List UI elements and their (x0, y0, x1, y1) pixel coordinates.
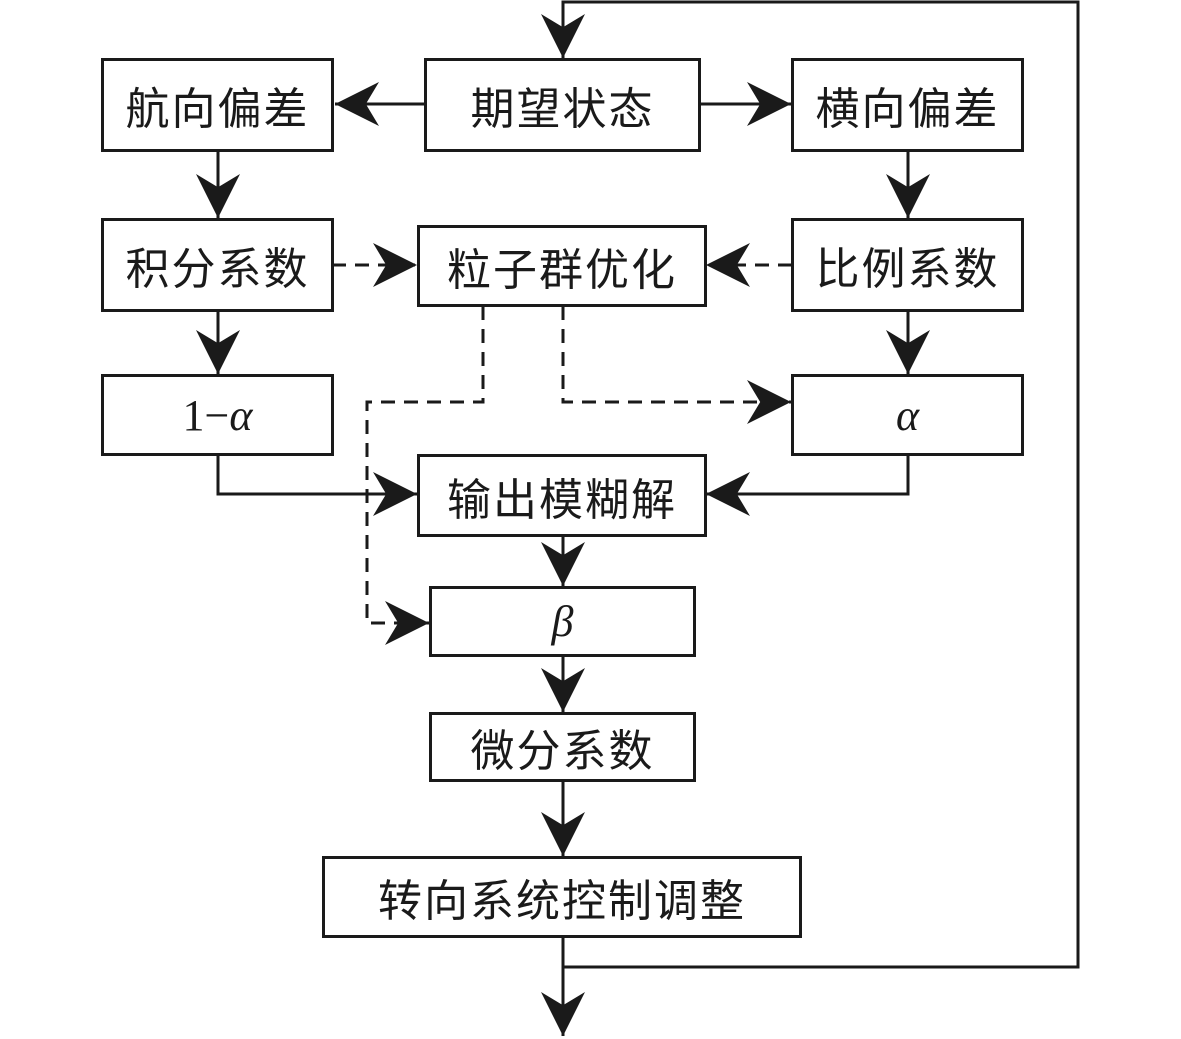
node-steering-control-adjustment-label: 转向系统控制调整 (378, 876, 746, 927)
node-output-defuzzification: 输出模糊解 (417, 454, 707, 537)
node-output-defuzzification-label: 输出模糊解 (447, 474, 677, 526)
node-differential-coefficient: 微分系数 (429, 712, 696, 782)
node-expected-state: 期望状态 (424, 58, 701, 152)
node-lateral-deviation-label: 横向偏差 (815, 84, 1000, 135)
arrow-one-minus-alpha-to-output (216, 455, 417, 516)
node-proportional-coefficient: 比例系数 (791, 218, 1024, 312)
node-one-minus-alpha-prefix: 1− (182, 390, 230, 440)
node-one-minus-alpha-symbol: α (229, 390, 253, 440)
node-steering-control-adjustment: 转向系统控制调整 (322, 856, 802, 938)
arrow-alpha-to-output (706, 455, 910, 516)
node-heading-deviation: 航向偏差 (101, 58, 334, 152)
node-integral-coefficient-label: 积分系数 (125, 244, 310, 295)
feedback-loop-line (541, 0, 1080, 969)
node-proportional-coefficient-label: 比例系数 (815, 244, 1000, 295)
node-heading-deviation-label: 航向偏差 (125, 84, 310, 135)
dashed-arrow-pso-to-beta (365, 306, 485, 645)
dashed-arrow-pso-to-alpha (561, 306, 791, 424)
node-alpha: α (791, 374, 1024, 456)
node-pso: 粒子群优化 (417, 225, 707, 307)
node-integral-coefficient: 积分系数 (101, 218, 334, 312)
node-differential-coefficient-label: 微分系数 (470, 726, 655, 777)
node-beta-label: β (551, 597, 574, 646)
node-beta: β (429, 586, 696, 657)
node-alpha-label: α (895, 390, 920, 440)
node-pso-label: 粒子群优化 (447, 245, 677, 296)
node-one-minus-alpha: 1−α (101, 374, 334, 456)
node-expected-state-label: 期望状态 (470, 84, 655, 135)
node-lateral-deviation: 横向偏差 (791, 58, 1024, 152)
